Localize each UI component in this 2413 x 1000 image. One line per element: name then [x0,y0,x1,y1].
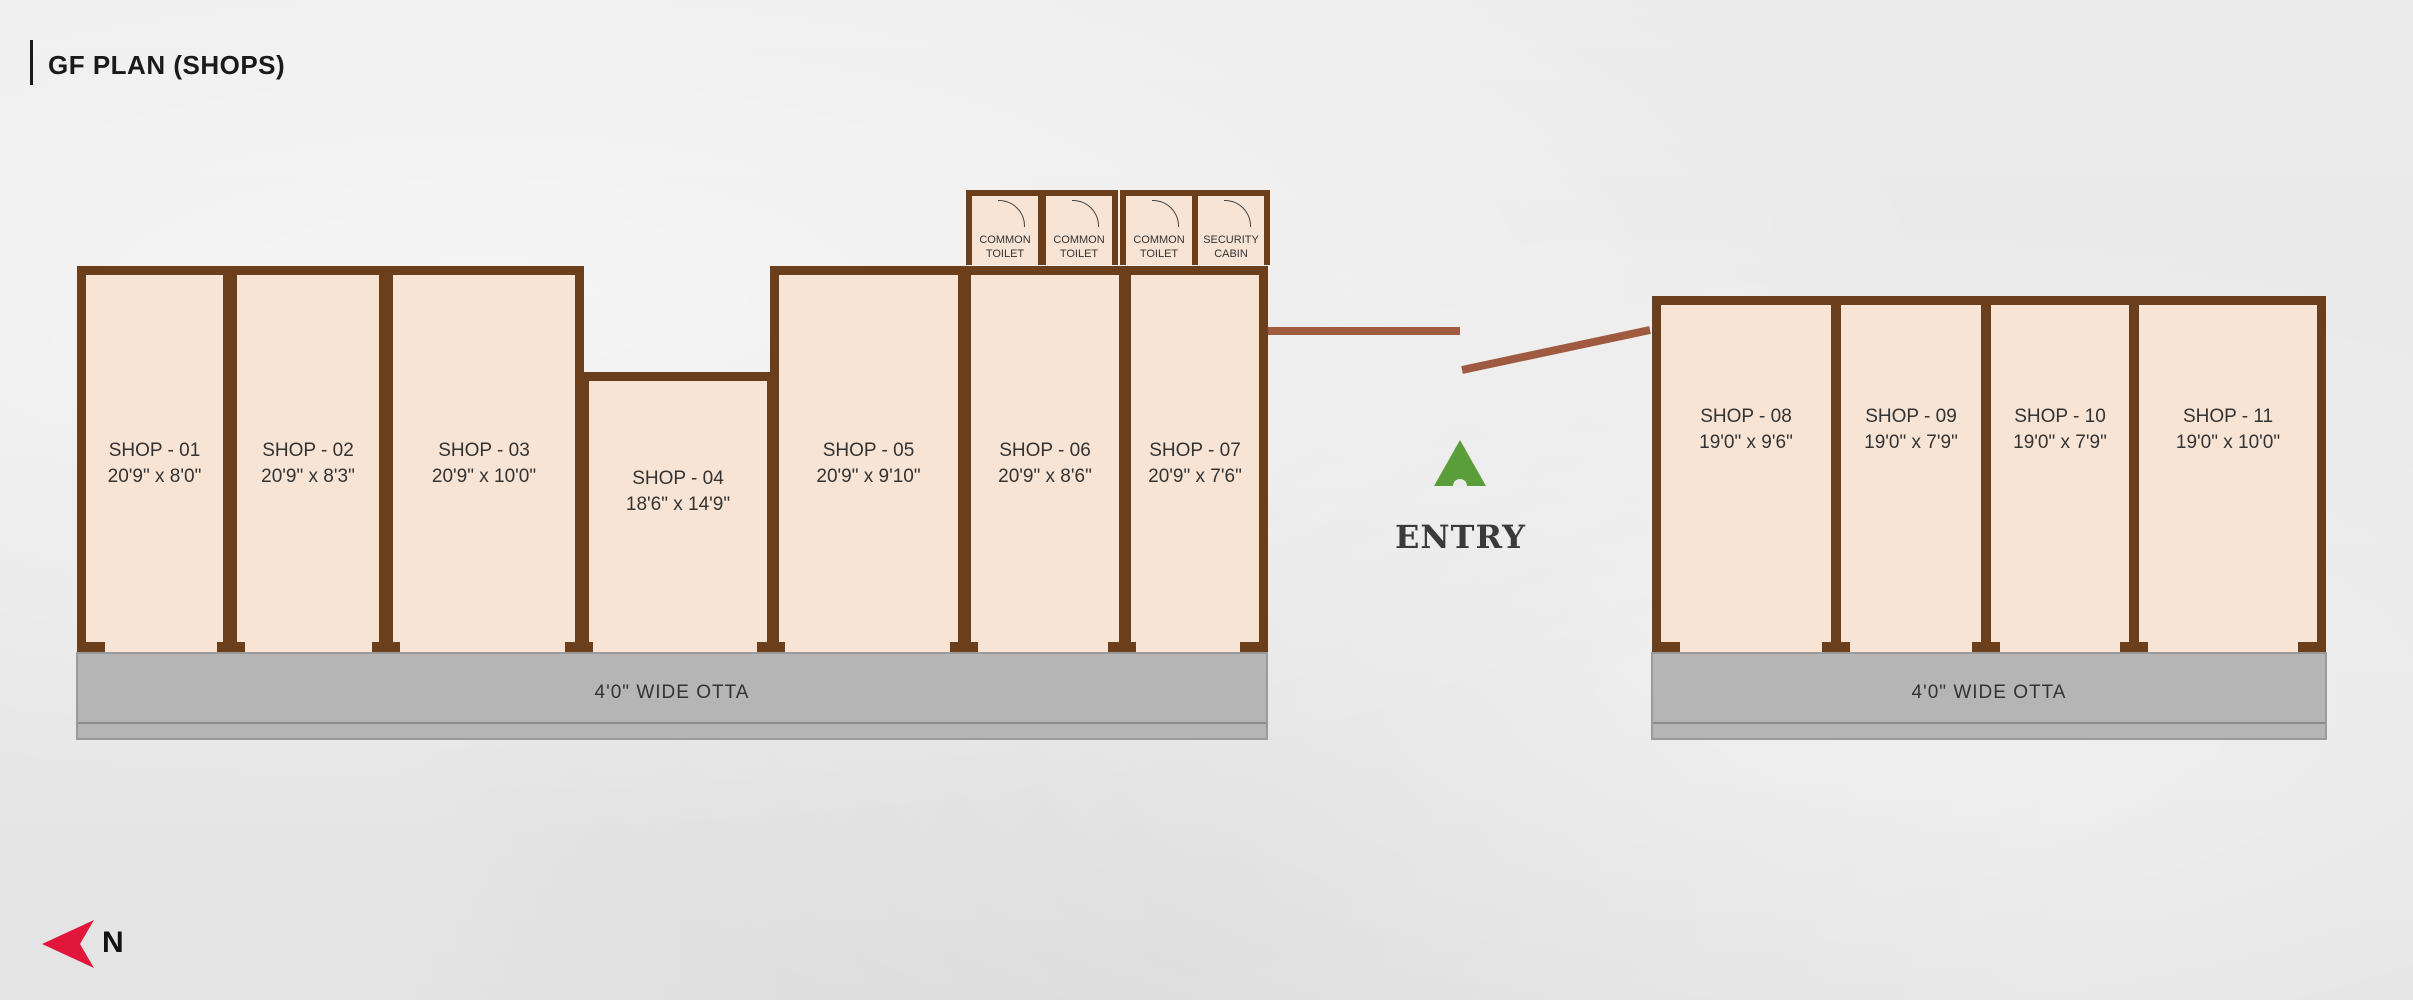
room-label: COMMON [1133,234,1185,246]
otta-left: 4'0" WIDE OTTA [76,652,1268,740]
shop-06-name: SHOP - 06 [999,439,1091,461]
wall-post [217,642,245,652]
shop-03-size: 20'9" x 10'0" [431,465,537,487]
shop-10-size: 19'0" x 7'9" [2013,431,2107,453]
shop-02[interactable]: SHOP - 02 20'9" x 8'3" [228,266,388,652]
room-label: TOILET [1059,248,1099,260]
room-label: TOILET [1139,248,1179,260]
common-toilet-2[interactable]: COMMON TOILET [1040,190,1118,265]
wall-post [2298,642,2326,652]
room-label: TOILET [985,248,1025,260]
page-title: GF PLAN (SHOPS) [48,50,286,80]
shop-10-name: SHOP - 10 [2014,405,2106,427]
shop-06[interactable]: SHOP - 06 20'9" x 8'6" [962,266,1128,652]
otta-left-label: 4'0" WIDE OTTA [594,682,750,703]
shop-08-size: 19'0" x 9'6" [1699,431,1793,453]
room-label: CABIN [1214,248,1248,260]
shop-01[interactable]: SHOP - 01 20'9" x 8'0" [77,266,232,652]
shop-06-size: 20'9" x 8'6" [998,465,1092,487]
shop-09-size: 19'0" x 7'9" [1864,431,1958,453]
shop-07-size: 20'9" x 7'6" [1148,465,1242,487]
shop-05-name: SHOP - 05 [822,439,915,461]
shop-03-name: SHOP - 03 [438,439,530,461]
north-label: N [102,926,124,959]
room-label: COMMON [1053,234,1105,246]
room-label: SECURITY [1203,234,1259,246]
shop-07[interactable]: SHOP - 07 20'9" x 7'6" [1122,266,1268,652]
wall-post [565,642,593,652]
wall-post [1108,642,1136,652]
wall-post [950,642,978,652]
shop-09-name: SHOP - 09 [1865,405,1957,427]
entry-label: ENTRY [1395,518,1526,556]
wall-post [372,642,400,652]
shop-09[interactable]: SHOP - 09 19'0" x 7'9" [1832,296,1990,652]
shop-11[interactable]: SHOP - 11 19'0" x 10'0" [2130,296,2326,652]
wall-post [1652,642,1680,652]
shop-02-name: SHOP - 02 [262,439,354,461]
otta-edge-line [1653,722,2325,724]
shop-10[interactable]: SHOP - 10 19'0" x 7'9" [1982,296,2138,652]
shop-01-name: SHOP - 01 [108,439,201,461]
wall-post [1240,642,1268,652]
otta-right: 4'0" WIDE OTTA [1651,652,2327,740]
shop-02-size: 20'9" x 8'3" [261,465,355,487]
security-cabin[interactable]: SECURITY CABIN [1192,190,1270,265]
wall-post [2120,642,2148,652]
wall-post [1822,642,1850,652]
room-label: COMMON [979,234,1031,246]
otta-right-label: 4'0" WIDE OTTA [1911,682,2067,703]
shop-11-name: SHOP - 11 [2182,405,2274,427]
wall-post [1972,642,2000,652]
shop-07-name: SHOP - 07 [1149,439,1241,461]
shop-11-size: 19'0" x 10'0" [2175,431,2281,453]
shop-03[interactable]: SHOP - 03 20'9" x 10'0" [384,266,584,652]
wall-post [757,642,785,652]
title-accent-bar [30,40,33,85]
entry-arrow-icon[interactable] [1432,436,1488,488]
north-arrow-icon [42,920,94,968]
shop-01-size: 20'9" x 8'0" [107,465,202,487]
gate-leaf [1461,326,1651,374]
shop-04-size: 18'6" x 14'9" [625,494,731,516]
shop-05-size: 20'9" x 9'10" [816,465,921,487]
shop-08-name: SHOP - 08 [1700,405,1792,427]
wall-post [77,642,105,652]
otta-edge-line [78,722,1266,724]
shop-04-name: SHOP - 04 [632,468,724,490]
shop-08[interactable]: SHOP - 08 19'0" x 9'6" [1652,296,1840,652]
shop-04[interactable]: SHOP - 04 18'6" x 14'9" [580,372,776,652]
